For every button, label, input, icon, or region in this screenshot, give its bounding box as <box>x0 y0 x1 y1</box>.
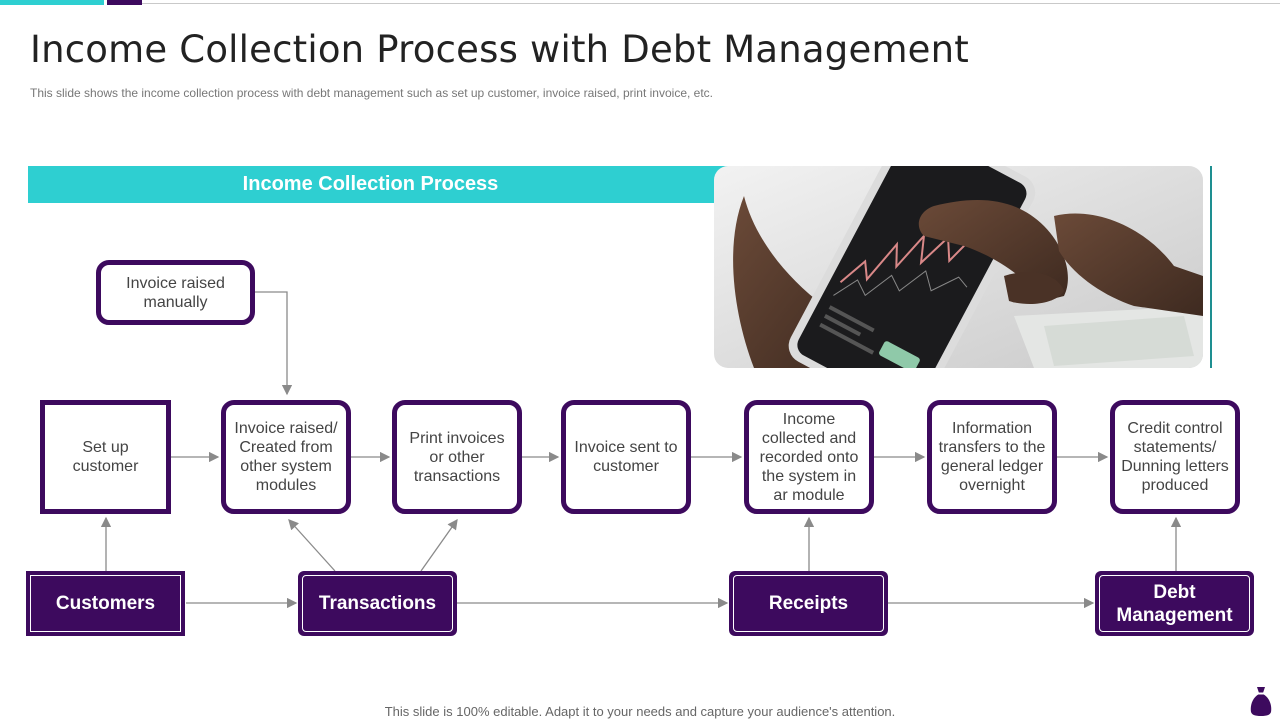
top-divider <box>142 3 1280 4</box>
category-label: Debt Management <box>1099 575 1250 632</box>
banner-label: Income Collection Process <box>242 173 499 195</box>
step-label: Invoice sent to customer <box>574 439 678 475</box>
phone-trading-photo <box>714 166 1203 368</box>
money-bag-icon <box>1250 687 1272 716</box>
step-label: Set up customer <box>72 439 139 475</box>
step-label: Credit control statements/ Dunning lette… <box>1121 420 1229 494</box>
page-title: Income Collection Process with Debt Mana… <box>30 28 970 71</box>
top-accent-purple <box>107 0 142 5</box>
connector-transactions-step2 <box>288 519 336 572</box>
step-information-transfers: Information transfers to the general led… <box>927 400 1057 514</box>
step-label: Invoice raised/ Created from other syste… <box>234 420 338 494</box>
connector-manual-to-invoice <box>254 291 293 396</box>
category-label: Transactions <box>302 575 453 632</box>
section-banner: Income Collection Process <box>28 166 749 203</box>
footer-note: This slide is 100% editable. Adapt it to… <box>384 704 896 719</box>
top-accent-teal <box>0 0 104 5</box>
step-label: Income collected and recorded onto the s… <box>759 410 859 504</box>
step-label: Print invoices or other transactions <box>409 429 505 485</box>
category-debt-management: Debt Management <box>1095 571 1254 636</box>
category-transactions: Transactions <box>298 571 457 636</box>
manual-invoice-box: Invoice raised manually <box>96 260 255 325</box>
connector-transactions-step3 <box>420 518 458 572</box>
step-income-collected: Income collected and recorded onto the s… <box>744 400 874 514</box>
photo-side-rule <box>1210 166 1212 368</box>
photo-illustration <box>714 166 1203 368</box>
category-label: Receipts <box>733 575 884 632</box>
step-credit-control: Credit control statements/ Dunning lette… <box>1110 400 1240 514</box>
step-invoice-sent: Invoice sent to customer <box>561 400 691 514</box>
step-set-up-customer: Set up customer <box>40 400 171 514</box>
page-subtitle: This slide shows the income collection p… <box>30 86 713 100</box>
category-receipts: Receipts <box>729 571 888 636</box>
category-customers: Customers <box>26 571 185 636</box>
step-invoice-raised: Invoice raised/ Created from other syste… <box>221 400 351 514</box>
manual-invoice-label: Invoice raised manually <box>126 274 225 311</box>
step-label: Information transfers to the general led… <box>938 420 1046 494</box>
category-label: Customers <box>30 575 181 632</box>
step-print-invoices: Print invoices or other transactions <box>392 400 522 514</box>
